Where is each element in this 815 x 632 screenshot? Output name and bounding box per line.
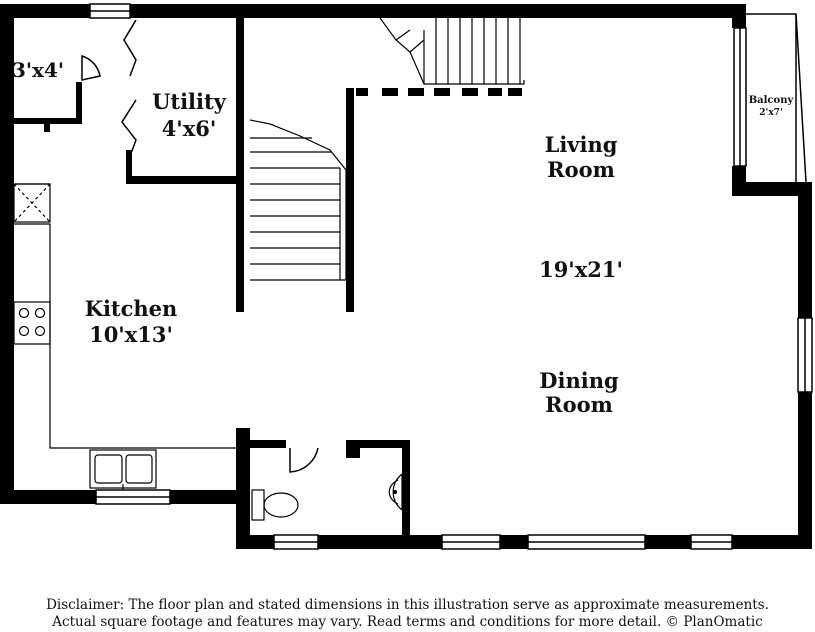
railing-dashes bbox=[356, 88, 522, 96]
disclaimer-line-1: Disclaimer: The floor plan and stated di… bbox=[46, 597, 769, 613]
window-dining-3 bbox=[690, 534, 733, 550]
stove bbox=[13, 301, 51, 345]
balcony-name: Balcony bbox=[749, 95, 795, 106]
window-right bbox=[797, 317, 813, 393]
stairs-upper bbox=[379, 17, 525, 85]
windows bbox=[89, 3, 813, 550]
living-dims: 19'x21' bbox=[539, 257, 623, 282]
living-name-line1: Living bbox=[545, 132, 618, 157]
balcony bbox=[746, 13, 807, 183]
utility-bifold-doors bbox=[121, 19, 137, 157]
interior-walls bbox=[0, 14, 410, 548]
dining-name-line2: Room bbox=[545, 392, 613, 417]
kitchen-dims: 10'x13' bbox=[89, 322, 173, 347]
floor-plan: 3'x4' Utility 4'x6' Kitchen 10'x13' Livi… bbox=[0, 3, 813, 550]
doors bbox=[81, 19, 319, 473]
bath-sink bbox=[388, 472, 403, 512]
dining-name-line1: Dining bbox=[539, 368, 619, 393]
balcony-dims: 2'x7' bbox=[759, 108, 782, 118]
closet-door bbox=[81, 54, 101, 81]
window-dining-1 bbox=[441, 534, 501, 550]
living-name-line2: Room bbox=[547, 157, 615, 182]
kitchen-name: Kitchen bbox=[85, 296, 178, 321]
kitchen-sink bbox=[89, 449, 157, 490]
toilet bbox=[251, 489, 299, 521]
utility-dims: 4'x6' bbox=[162, 116, 217, 141]
exterior-walls bbox=[0, 4, 812, 549]
bath-door bbox=[289, 447, 319, 473]
window-kitchen-bottom bbox=[95, 489, 171, 505]
balcony-door bbox=[733, 27, 747, 167]
window-bath-bottom bbox=[273, 534, 319, 550]
disclaimer-line-2: Actual square footage and features may v… bbox=[52, 614, 763, 630]
stairs-lower bbox=[249, 119, 347, 281]
window-top bbox=[89, 3, 131, 19]
utility-name: Utility bbox=[152, 89, 227, 114]
closet-dims: 3'x4' bbox=[12, 58, 64, 82]
fridge bbox=[13, 183, 51, 223]
window-dining-2 bbox=[527, 534, 646, 550]
